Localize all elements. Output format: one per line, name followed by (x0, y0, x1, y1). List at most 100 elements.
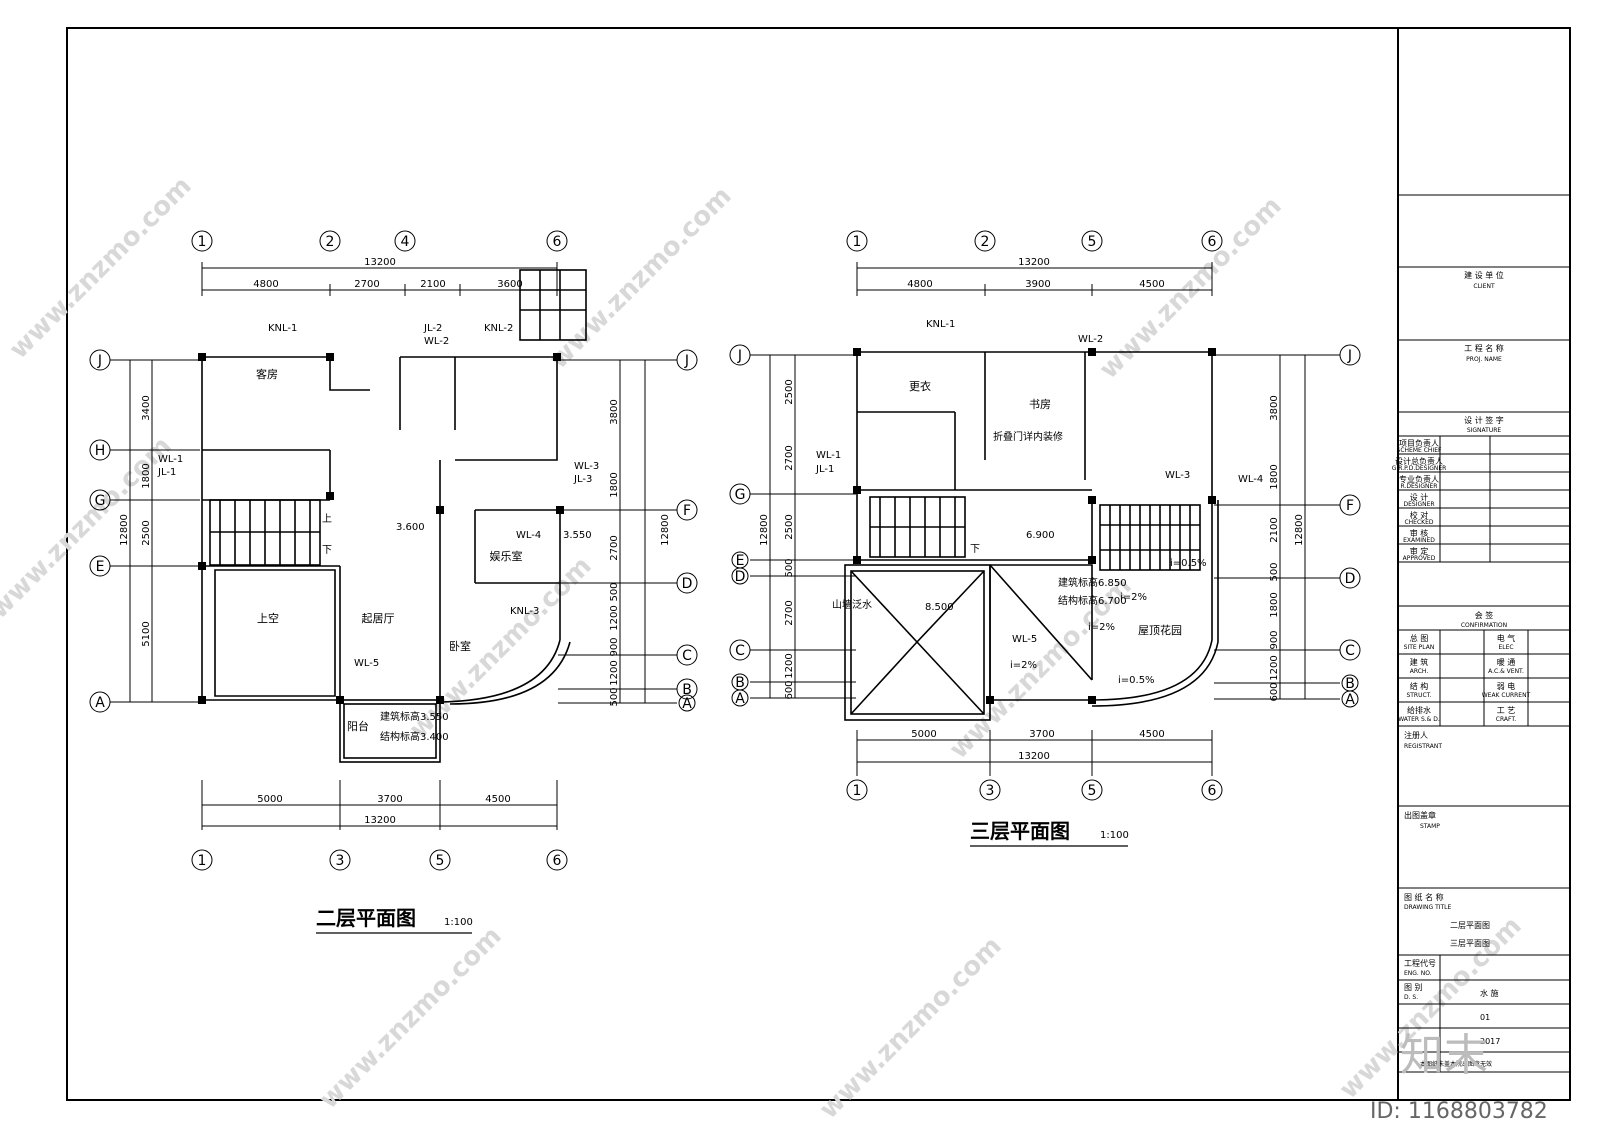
dim-bottom: 4500 (485, 794, 510, 805)
sign-row-label-en: EXAMINED (1403, 537, 1435, 544)
dim-right: 600 (1269, 682, 1280, 701)
project-label-en: PROJ. NAME (1466, 356, 1502, 363)
axis-label: E (736, 553, 745, 569)
drawing-title-label: 图 纸 名 称 (1404, 892, 1444, 902)
dim-left: 2500 (784, 514, 795, 539)
plan-level-2: 1 2 4 6 13200 4800 2700 2100 3600 J H G … (89, 230, 698, 934)
sign-row-label-en: G.R.P.D.DESIGNER (1392, 465, 1447, 472)
confirm-row-label-en: STRUCT. (1406, 692, 1431, 699)
brand-logo: 知末 (1400, 1030, 1488, 1081)
footer-note: 本图纸未盖本院出图章无效 (1420, 1060, 1492, 1068)
dim-right: 1800 (609, 472, 620, 497)
pipe-tag: WL-1 (816, 450, 841, 461)
level-mark: 结构标高3.400 (380, 730, 449, 743)
dim-right: 1200 (1269, 655, 1280, 680)
dim-right-total: 12800 (1294, 514, 1305, 546)
room-label: 客房 (256, 367, 278, 381)
right-axis-bubbles: J F D C B A (1339, 344, 1361, 708)
left-axis-bubbles: J G E D C B A (729, 344, 751, 707)
confirm-row-label: 弱 电 (1497, 681, 1516, 691)
dim-left: 3400 (141, 395, 152, 420)
dim-right: 500 (609, 687, 620, 706)
axis-label: B (682, 682, 692, 698)
image-id: ID: 1168803782 (1370, 1099, 1548, 1124)
pipe-tag: WL-5 (1012, 634, 1037, 645)
pipe-tag: WL-4 (1238, 474, 1263, 485)
ds-label: 图 别 (1404, 983, 1423, 992)
confirm-row-label: 给排水 (1407, 705, 1431, 715)
confirm-row-label-en: CRAFT. (1496, 716, 1517, 723)
sheet-value: 01 (1480, 1013, 1490, 1022)
dim-top-total: 13200 (364, 257, 396, 268)
room-label: 起居厅 (362, 612, 395, 625)
axis-label: J (737, 348, 742, 364)
title-block (1398, 194, 1570, 1073)
confirm-row-label: 建 筑 (1410, 657, 1429, 667)
dim-bottom: 3700 (1029, 729, 1054, 740)
room-label: 卧室 (449, 639, 471, 653)
eng-no-label-en: ENG. NO. (1404, 970, 1432, 977)
confirm-row-label-en: A.C.& VENT. (1488, 668, 1524, 675)
plan3-walls (844, 351, 1219, 721)
axis-label: D (1345, 571, 1356, 587)
pipe-tag: WL-4 (516, 530, 541, 541)
top-axis-bubbles: 1 2 5 6 (846, 230, 1223, 252)
axis-label: 6 (1208, 783, 1217, 799)
slope-mark: i=2% (1120, 592, 1147, 603)
sign-row-label: 项目负责人 (1399, 438, 1439, 448)
pipe-tag: WL-5 (354, 658, 379, 669)
right-axis-bubbles: J F D C B A (676, 349, 698, 712)
pipe-tag: KNL-1 (926, 319, 955, 330)
plan-scale: 1:100 (444, 917, 473, 928)
dim-left: 2500 (141, 520, 152, 545)
dim-left: 600 (784, 680, 795, 699)
pipe-tag: WL-3 (1165, 470, 1190, 481)
sign-row-label: 设 计 (1410, 492, 1429, 502)
dim-top: 4500 (1139, 279, 1164, 290)
eng-no-label: 工程代号 (1404, 958, 1436, 968)
slope-mark: i=0.5% (1170, 558, 1207, 569)
dim-top: 4800 (253, 279, 278, 290)
registrant-label: 注册人 (1404, 730, 1428, 740)
axis-label: 6 (553, 853, 562, 869)
dim-left: 1800 (141, 463, 152, 488)
dim-right: 2100 (1269, 517, 1280, 542)
axis-label: 5 (436, 853, 445, 869)
level-mark: 结构标高6.700 (1058, 594, 1127, 607)
confirm-row-label-en: SITE PLAN (1404, 644, 1435, 651)
axis-label: C (682, 648, 692, 664)
dim-right: 3800 (1269, 395, 1280, 420)
sign-row-label: 审 核 (1410, 528, 1429, 538)
pipe-tag: WL-3 (574, 461, 599, 472)
watermark-layer: www.znzmo.com www.znzmo.com www.znzmo.co… (0, 171, 1528, 1125)
axis-label: G (735, 487, 746, 503)
watermark-text: www.znzmo.com (314, 921, 508, 1115)
dim-top: 2700 (354, 279, 379, 290)
dim-left: 500 (784, 558, 795, 577)
project-label: 工 程 名 称 (1464, 343, 1504, 353)
bottom-axis-bubbles: 1 3 5 6 (191, 849, 568, 871)
confirm-row-label-en: WATER S.& D. (1398, 716, 1440, 723)
confirm-row-label: 暖 通 (1497, 657, 1516, 667)
signature-label-en: SIGNATURE (1467, 427, 1502, 434)
level-mark: 8.500 (925, 602, 954, 613)
axis-label: D (682, 576, 693, 592)
axis-label: 6 (1208, 234, 1217, 250)
dim-right: 500 (1269, 562, 1280, 581)
axis-label: J (97, 353, 102, 369)
axis-label: E (96, 559, 105, 575)
axis-label: H (95, 443, 106, 459)
axis-label: A (95, 695, 105, 711)
plan-title: 二层平面图 (316, 906, 416, 930)
confirm-row-label: 结 构 (1410, 681, 1429, 691)
confirm-row-label: 工 艺 (1497, 706, 1516, 715)
confirm-row-label-en: ARCH. (1410, 668, 1429, 675)
dim-right: 900 (1269, 630, 1280, 649)
axis-label: F (683, 503, 691, 519)
sign-row-label: 设计总负责人 (1395, 456, 1443, 466)
drawing-title-label-en: DRAWING TITLE (1404, 904, 1452, 911)
pipe-tag: WL-2 (424, 336, 449, 347)
axis-label: 1 (853, 234, 862, 250)
axis-label: 1 (198, 234, 207, 250)
